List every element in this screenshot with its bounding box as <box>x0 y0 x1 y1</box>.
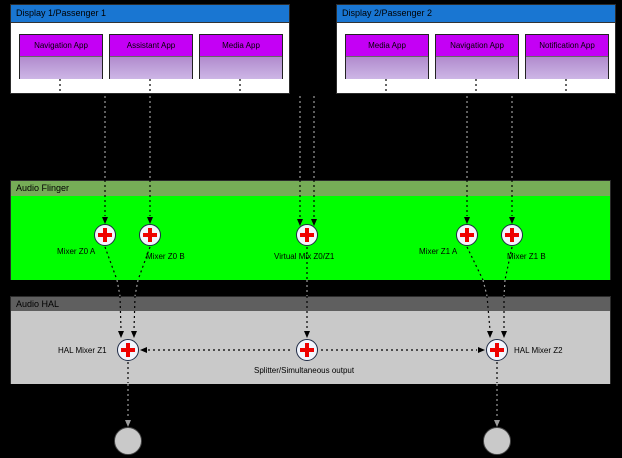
plus-icon <box>297 225 317 245</box>
display1-title: Display 1/Passenger 1 <box>11 5 289 23</box>
plus-icon <box>502 225 522 245</box>
audio-hal-title: Audio HAL <box>11 297 610 311</box>
mixer-z1-a-node <box>456 224 478 246</box>
app-assistant: Assistant App <box>109 34 193 79</box>
speaker-left <box>114 427 142 455</box>
mixer-z1-b-label: Mixer Z1 B <box>507 252 546 261</box>
plus-icon <box>297 340 317 360</box>
app-label: Media App <box>200 35 282 57</box>
plus-icon <box>140 225 160 245</box>
mixer-z0-b-node <box>139 224 161 246</box>
hal-mixer-z2-node <box>486 339 508 361</box>
app-body <box>200 57 282 79</box>
virtual-mix-z0-z1-node <box>296 224 318 246</box>
hal-mixer-z2-label: HAL Mixer Z2 <box>514 346 563 355</box>
app-label: Navigation App <box>20 35 102 57</box>
app-body <box>436 57 518 79</box>
app-label: Assistant App <box>110 35 192 57</box>
splitter-node <box>296 339 318 361</box>
app-label: Media App <box>346 35 428 57</box>
mixer-z0-a-label: Mixer Z0 A <box>57 247 96 256</box>
virtual-mix-label: Virtual Mix Z0/Z1 <box>274 252 335 261</box>
mixer-z0-a-node <box>94 224 116 246</box>
splitter-label: Splitter/Simultaneous output <box>254 366 355 375</box>
app-media: Media App <box>345 34 429 79</box>
plus-icon <box>118 340 138 360</box>
mixer-z1-a-label: Mixer Z1 A <box>419 247 458 256</box>
display2-apps: Media App Navigation App Notification Ap… <box>345 34 609 79</box>
app-media: Media App <box>199 34 283 79</box>
app-label: Notification App <box>526 35 608 57</box>
display1-panel: Display 1/Passenger 1 Navigation App Ass… <box>10 4 290 94</box>
display2-title: Display 2/Passenger 2 <box>337 5 615 23</box>
display2-panel: Display 2/Passenger 2 Media App Navigati… <box>336 4 616 94</box>
app-label: Navigation App <box>436 35 518 57</box>
plus-icon <box>457 225 477 245</box>
plus-icon <box>487 340 507 360</box>
hal-mixer-z1-node <box>117 339 139 361</box>
app-navigation: Navigation App <box>435 34 519 79</box>
speaker-right <box>483 427 511 455</box>
hal-mixer-z1-label: HAL Mixer Z1 <box>58 346 107 355</box>
app-body <box>526 57 608 79</box>
plus-icon <box>95 225 115 245</box>
app-notification: Notification App <box>525 34 609 79</box>
app-navigation: Navigation App <box>19 34 103 79</box>
mixer-z0-b-label: Mixer Z0 B <box>146 252 185 261</box>
display1-apps: Navigation App Assistant App Media App <box>19 34 283 79</box>
app-body <box>346 57 428 79</box>
audio-flinger-title: Audio Flinger <box>11 181 610 196</box>
mixer-z1-b-node <box>501 224 523 246</box>
app-body <box>110 57 192 79</box>
app-body <box>20 57 102 79</box>
